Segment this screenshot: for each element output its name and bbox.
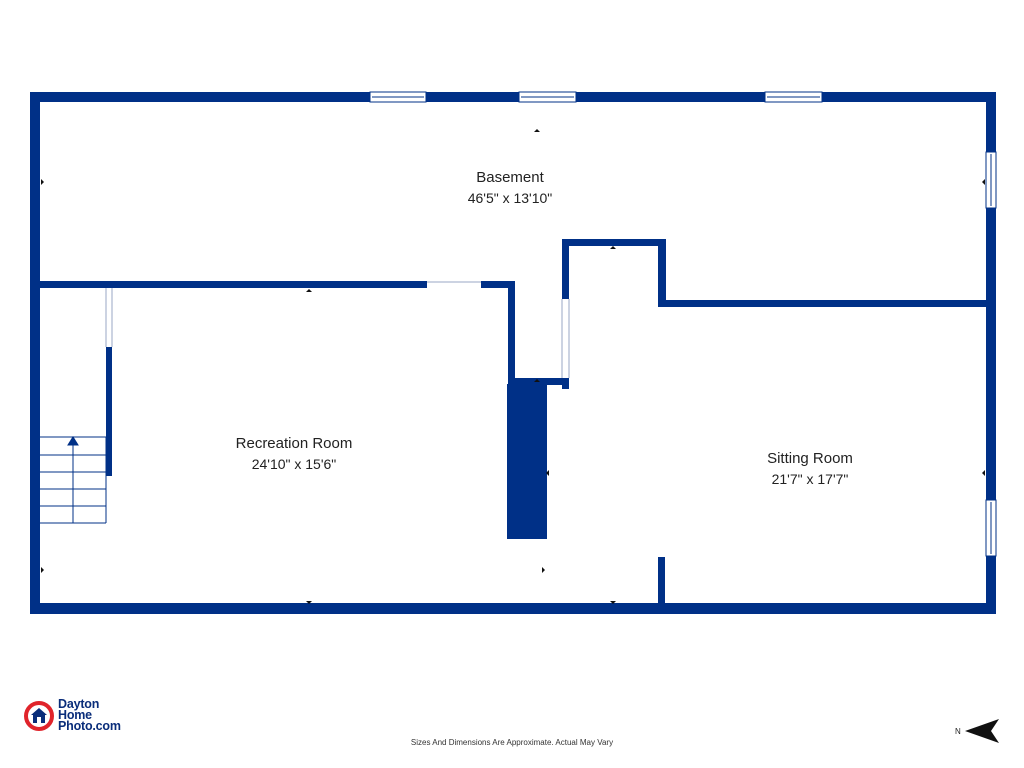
- room-basement: Basement 46'5" x 13'10": [410, 168, 610, 208]
- company-logo: Dayton Home Photo.com: [24, 697, 121, 733]
- room-dimensions: 21'7" x 17'7": [771, 471, 849, 487]
- wall-bump-right: [658, 239, 666, 307]
- interior-walls: [40, 239, 986, 605]
- wall-closet-right-upper: [562, 239, 569, 299]
- wall-bottom: [30, 603, 996, 614]
- north-arrow-icon: [964, 719, 999, 743]
- room-sitting: Sitting Room 21'7" x 17'7": [710, 449, 910, 489]
- room-dimensions: 46'5" x 13'10": [467, 190, 553, 206]
- logo-line-2: Home: [58, 708, 92, 722]
- north-letter: N: [955, 726, 961, 736]
- wall-stair-right: [106, 347, 112, 476]
- logo-line-3: Photo.com: [58, 719, 121, 733]
- disclaimer-text: Sizes And Dimensions Are Approximate. Ac…: [410, 738, 614, 747]
- wall-sitting-top: [658, 300, 986, 307]
- wall-closet-stub: [562, 378, 569, 389]
- windows: [369, 91, 997, 557]
- chimney-column: [507, 384, 547, 539]
- logo-line-1: Dayton: [58, 697, 100, 711]
- measure-markers: [41, 129, 985, 604]
- room-recreation: Recreation Room 24'10" x 15'6": [194, 434, 394, 474]
- wall-rec-top-right: [481, 281, 515, 288]
- wall-rec-top-left: [40, 281, 427, 288]
- room-name: Recreation Room: [235, 435, 353, 452]
- room-dimensions: 24'10" x 15'6": [251, 456, 337, 472]
- wall-left: [30, 92, 40, 614]
- wall-closet-left: [508, 281, 515, 385]
- north-compass: N: [955, 718, 1001, 744]
- wall-top: [30, 92, 996, 102]
- house-camera-icon: [24, 700, 54, 731]
- outer-walls: [30, 92, 996, 614]
- wall-bump-top: [562, 239, 666, 246]
- wall-sitting-stub: [658, 557, 665, 605]
- wall-right: [986, 92, 996, 614]
- stair-up-arrow-icon: [67, 436, 79, 446]
- logo-text: Dayton Home Photo.com: [58, 697, 121, 733]
- staircase: [40, 436, 107, 524]
- room-name: Sitting Room: [767, 450, 853, 467]
- openings: [105, 281, 570, 378]
- room-name: Basement: [476, 169, 544, 186]
